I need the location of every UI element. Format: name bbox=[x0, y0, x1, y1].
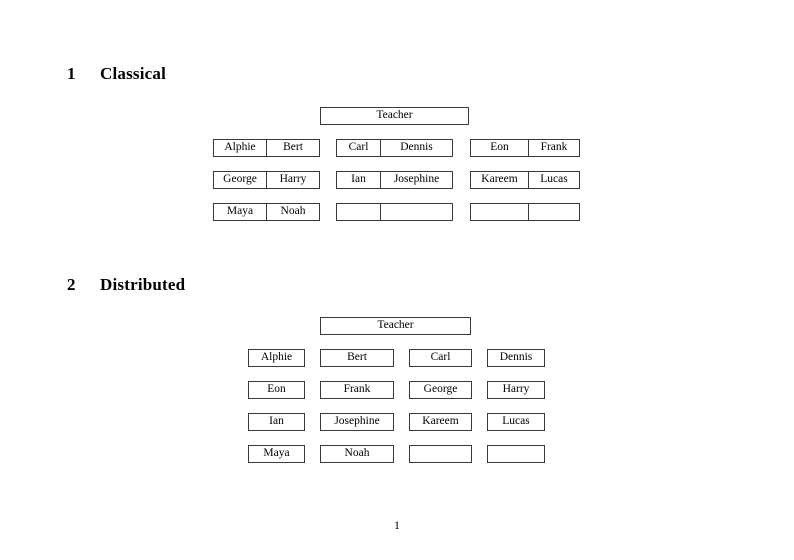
student-box[interactable]: Maya bbox=[213, 203, 267, 221]
student-box[interactable]: George bbox=[409, 381, 472, 399]
student-box[interactable]: Frank bbox=[320, 381, 394, 399]
student-box[interactable]: Carl bbox=[336, 139, 381, 157]
section-number: 2 bbox=[67, 275, 76, 294]
section-heading-classical: 1 Classical bbox=[67, 64, 166, 84]
student-box[interactable]: Alphie bbox=[213, 139, 267, 157]
student-box[interactable]: Noah bbox=[266, 203, 320, 221]
student-box[interactable]: Harry bbox=[266, 171, 320, 189]
student-box-empty[interactable] bbox=[409, 445, 472, 463]
student-box[interactable]: Lucas bbox=[487, 413, 545, 431]
teacher-box-distributed[interactable]: Teacher bbox=[320, 317, 471, 335]
section-title: Classical bbox=[100, 64, 167, 83]
student-box[interactable]: Lucas bbox=[528, 171, 580, 189]
student-box[interactable]: Kareem bbox=[409, 413, 472, 431]
student-box-empty[interactable] bbox=[528, 203, 580, 221]
student-box[interactable]: Frank bbox=[528, 139, 580, 157]
section-heading-distributed: 2 Distributed bbox=[67, 275, 185, 295]
section-number: 1 bbox=[67, 64, 76, 83]
student-box[interactable]: Eon bbox=[470, 139, 529, 157]
student-box[interactable]: Alphie bbox=[248, 349, 305, 367]
student-box[interactable]: Dennis bbox=[380, 139, 453, 157]
student-box-empty[interactable] bbox=[380, 203, 453, 221]
section-title: Distributed bbox=[100, 275, 186, 294]
student-box-empty[interactable] bbox=[487, 445, 545, 463]
student-box[interactable]: Bert bbox=[320, 349, 394, 367]
student-box-empty[interactable] bbox=[336, 203, 381, 221]
student-box-empty[interactable] bbox=[470, 203, 529, 221]
student-box[interactable]: Noah bbox=[320, 445, 394, 463]
student-box[interactable]: Bert bbox=[266, 139, 320, 157]
student-box[interactable]: Ian bbox=[248, 413, 305, 431]
student-box[interactable]: Harry bbox=[487, 381, 545, 399]
student-box[interactable]: Carl bbox=[409, 349, 472, 367]
student-box[interactable]: Dennis bbox=[487, 349, 545, 367]
student-box[interactable]: Ian bbox=[336, 171, 381, 189]
student-box[interactable]: Eon bbox=[248, 381, 305, 399]
student-box[interactable]: Kareem bbox=[470, 171, 529, 189]
student-box[interactable]: Maya bbox=[248, 445, 305, 463]
student-box[interactable]: Josephine bbox=[320, 413, 394, 431]
student-box[interactable]: George bbox=[213, 171, 267, 189]
student-box[interactable]: Josephine bbox=[380, 171, 453, 189]
teacher-box-classical[interactable]: Teacher bbox=[320, 107, 469, 125]
page-number: 1 bbox=[394, 520, 400, 532]
